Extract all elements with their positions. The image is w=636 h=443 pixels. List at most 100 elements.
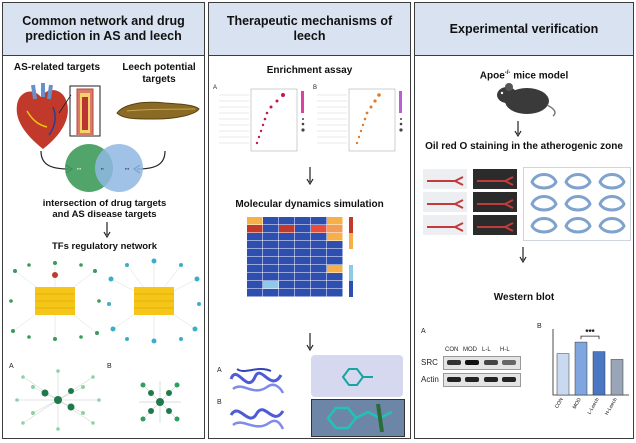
binding-energy-heatmap: [247, 217, 353, 297]
aorta-vessel-drawing: [427, 176, 514, 232]
heatmap-cell: [295, 225, 311, 233]
tf-network-graph: [107, 258, 201, 344]
heatmap-cell: [327, 273, 343, 281]
binding-pocket-image: [311, 399, 405, 437]
color-scale-segment: [349, 217, 353, 233]
label-line: and AS disease targets: [52, 209, 157, 220]
mice-model-label: Apoe-/- mice model: [415, 67, 633, 82]
heatmap-cell: [295, 233, 311, 241]
heatmap-cell: [295, 257, 311, 265]
md-simulation-label: Molecular dynamics simulation: [235, 199, 384, 210]
heatmap-cell: [247, 257, 263, 265]
blot-band: [484, 377, 498, 382]
heatmap-cell: [311, 289, 327, 297]
aorta-image: [473, 192, 517, 212]
label-part: mice model: [510, 70, 569, 82]
bar: [574, 341, 588, 396]
heatmap-cell: [279, 281, 295, 289]
binding-pocket-image: [311, 355, 403, 397]
title-line: prediction in AS and leech: [25, 29, 182, 43]
western-blot-label: Western blot: [493, 292, 555, 303]
heatmap-cell: [327, 217, 343, 225]
heatmap-cell: [327, 249, 343, 257]
blot-band: [484, 360, 498, 365]
heatmap-cell: [263, 233, 279, 241]
category-tick-label: CON: [554, 397, 565, 410]
heatmap-cell: [311, 265, 327, 273]
heatmap-cell: [311, 249, 327, 257]
aorta-image: [423, 215, 467, 235]
heatmap-cell: [263, 289, 279, 297]
heatmap-cell: [247, 217, 263, 225]
heatmap-cell: [279, 241, 295, 249]
subfigure-label: A: [9, 363, 14, 370]
heatmap-cell: [279, 249, 295, 257]
heatmap-cell: [263, 281, 279, 289]
heatmap-cell: [311, 217, 327, 225]
title-line: Therapeutic mechanisms of: [226, 14, 393, 28]
blot-band-row: [443, 373, 521, 387]
heatmap-cell: [327, 289, 343, 297]
blot-band: [502, 360, 516, 365]
lane-label: MOD: [463, 347, 477, 353]
heatmap-cell: [311, 281, 327, 289]
leech-illustration: [116, 101, 200, 120]
heatmap-cell: [327, 281, 343, 289]
label-line: Leech potential: [122, 62, 196, 73]
western-blot-image: CON MOD L-L H-L SRC Actin: [421, 347, 521, 395]
subfigure-label: A: [421, 328, 426, 335]
heatmap-cell: [311, 273, 327, 281]
section-rings: [530, 173, 626, 234]
heatmap-cell: [295, 217, 311, 225]
heatmap-cell: [247, 265, 263, 273]
heatmap-cell: [263, 241, 279, 249]
subfigure-label: B: [537, 323, 542, 330]
heatmap-cell: [263, 217, 279, 225]
heatmap-cell: [327, 257, 343, 265]
title-line: Common network and drug: [22, 14, 185, 28]
aorta-image: [423, 192, 467, 212]
ppi-network-graph: [15, 369, 101, 431]
oil-red-label: Oil red O staining in the atherogenic zo…: [425, 141, 623, 152]
heatmap-cell: [247, 249, 263, 257]
color-scale-segment: [349, 233, 353, 249]
heatmap-cell: [279, 265, 295, 273]
panel-experimental-verification: Experimental verification Apoe-/- mice m…: [414, 2, 634, 439]
heatmap-cell: [247, 241, 263, 249]
zoom-lines: [58, 94, 72, 114]
heatmap-cell: [311, 233, 327, 241]
enrichment-dot-plot: [219, 88, 305, 152]
heatmap-cell: [263, 225, 279, 233]
protein-structure-image: [229, 368, 285, 394]
svg-text:▪▪: ▪▪: [101, 166, 104, 171]
heatmap-cell: [295, 281, 311, 289]
blot-band: [447, 377, 461, 382]
heatmap-cell: [295, 249, 311, 257]
arrow-down-icon: [306, 167, 314, 186]
heatmap-cell: [279, 289, 295, 297]
artery-illustration: [69, 85, 101, 137]
blot-band: [465, 360, 479, 365]
arrow-down-icon: [306, 333, 314, 352]
as-targets-label: AS-related targets: [13, 62, 101, 73]
arrow-down-icon: [519, 247, 527, 264]
lane-label: CON: [445, 347, 459, 353]
heatmap-cell: [247, 233, 263, 241]
significance-bracket: [580, 335, 600, 340]
heatmap-cell: [263, 249, 279, 257]
color-scale-segment: [349, 281, 353, 297]
venn-diagram: ▪▪▪ ▪▪ ▪▪▪: [65, 144, 143, 192]
heatmap-cell: [327, 225, 343, 233]
heatmap-cell: [247, 289, 263, 297]
heatmap-cell: [279, 225, 295, 233]
protein-structure-image: [229, 408, 285, 430]
aorta-image: [473, 215, 517, 235]
heatmap-cell: [279, 257, 295, 265]
tfs-network-label: TFs regulatory network: [51, 241, 158, 252]
mouse-illustration: [497, 83, 556, 117]
